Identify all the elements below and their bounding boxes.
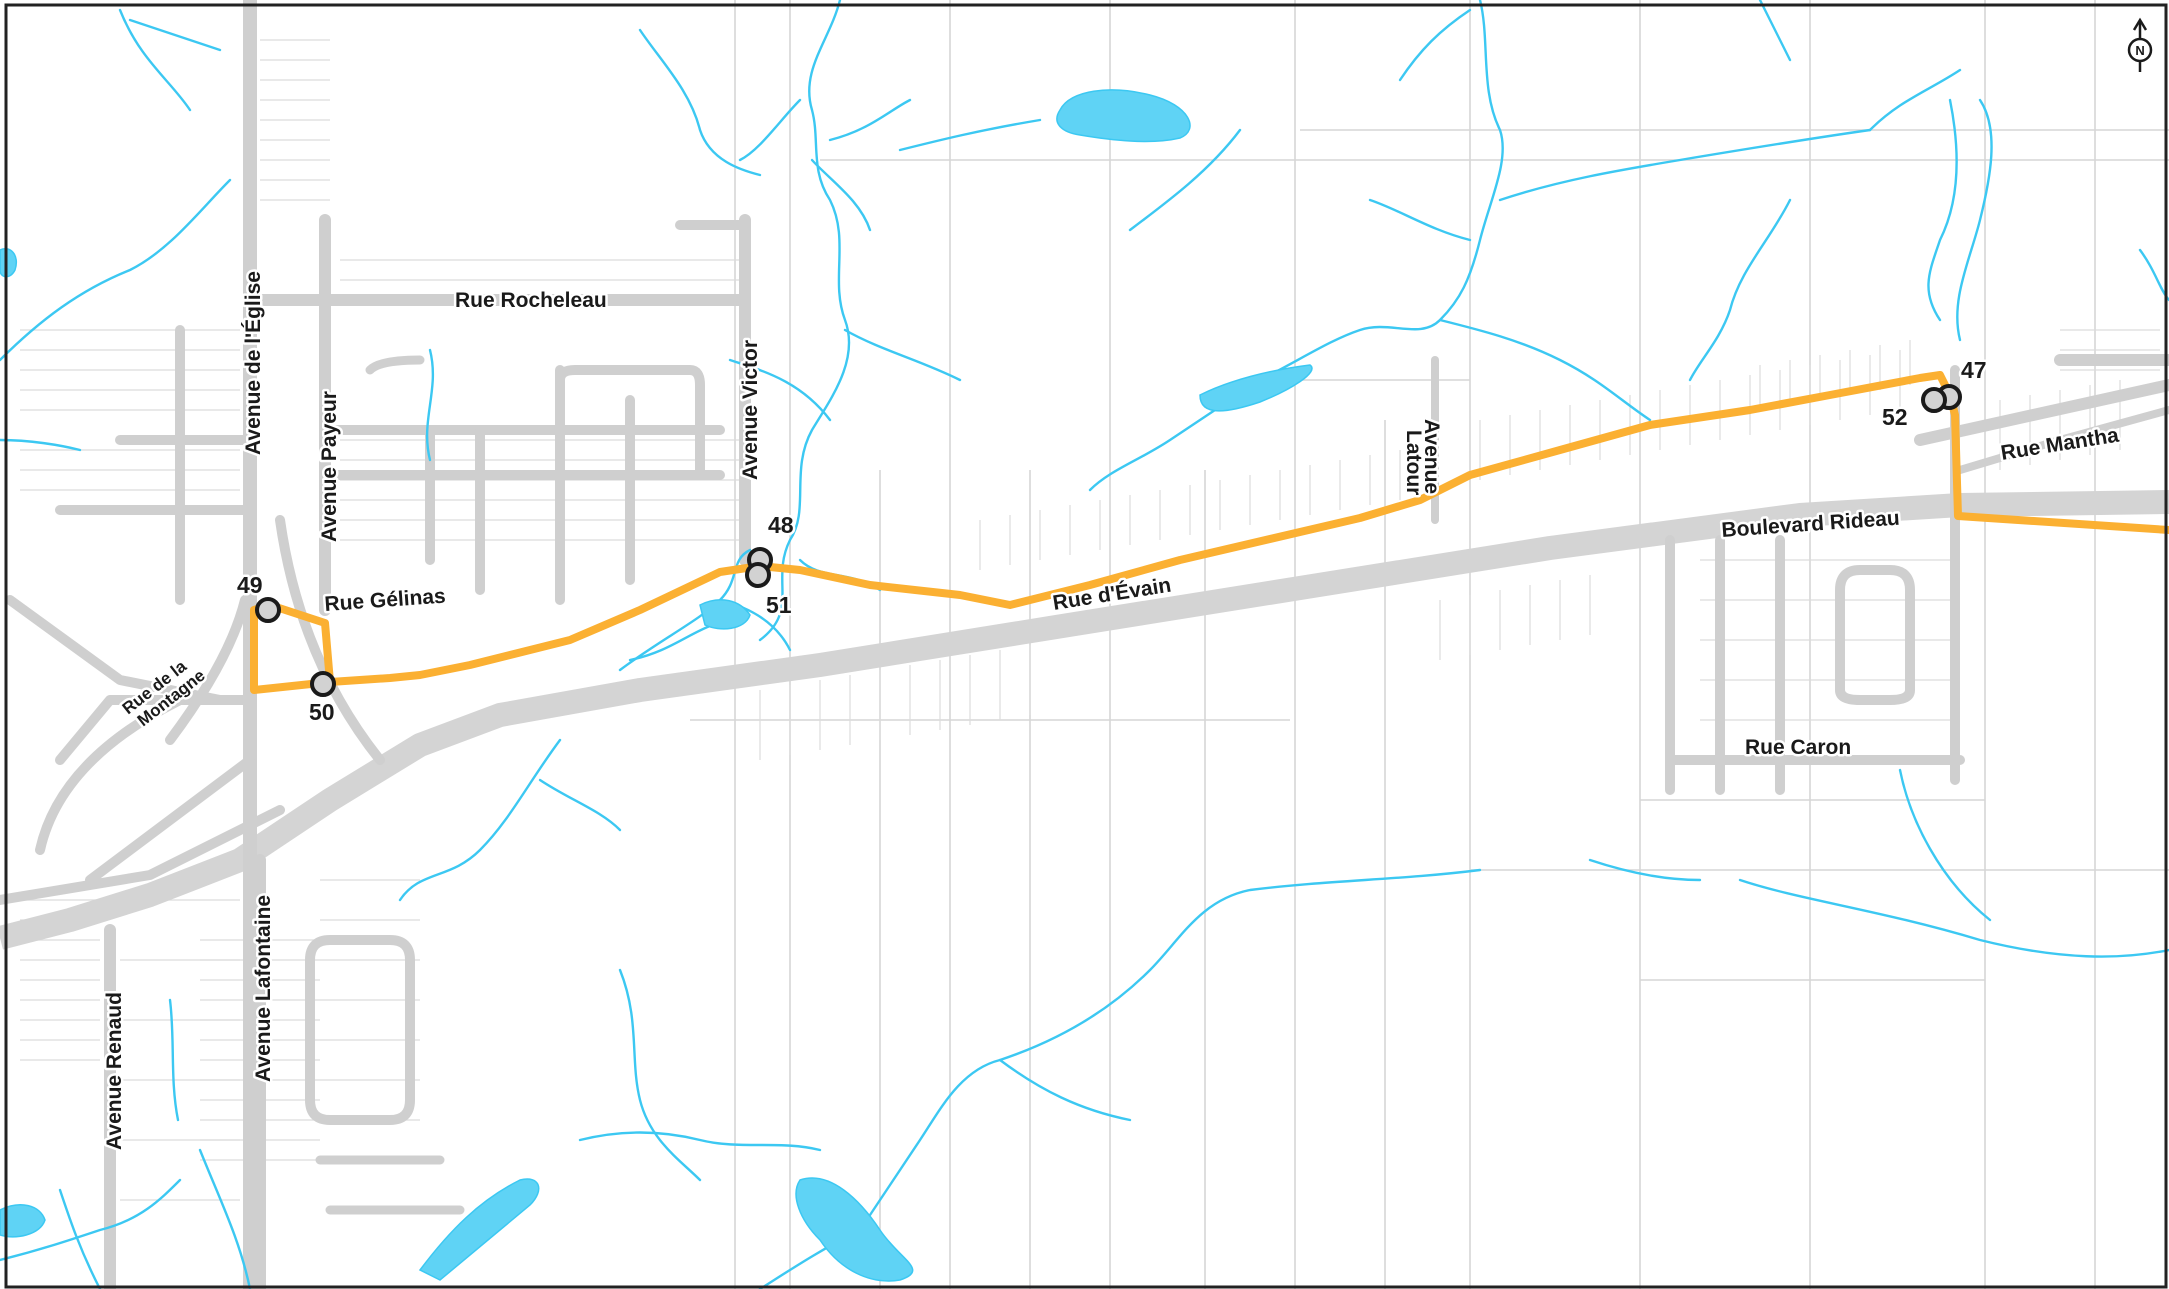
label-avenue-eglise: Avenue de l'Église: [242, 271, 265, 455]
lakes: [0, 89, 1313, 1282]
label-avenue-payeur: Avenue Payeur: [318, 391, 341, 542]
bus-route: [250, 371, 2169, 694]
map-frame: [4, 3, 2168, 1289]
stop-labels: 47 48 49 50 51 52: [235, 355, 1990, 728]
label-avenue-victor: Avenue Victor: [739, 340, 762, 480]
bus-stop-51[interactable]: [745, 562, 771, 588]
label-stop-47: 47: [1961, 357, 1987, 383]
lake-creek-victor: [699, 599, 751, 630]
bus-stops: [255, 384, 1962, 697]
bus-stop-49[interactable]: [255, 597, 281, 623]
boulevard-rideau-road: [0, 490, 2169, 950]
label-stop-52: 52: [1882, 404, 1908, 430]
lake-south: [795, 1177, 914, 1282]
label-avenue-renaud: Avenue Renaud: [103, 992, 126, 1150]
lake-east: [1199, 364, 1313, 412]
label-stop-50: 50: [309, 699, 335, 725]
lake-south-west: [418, 1178, 540, 1281]
north-arrow-icon: N: [2127, 17, 2153, 72]
parcel-lines: [20, 0, 2169, 1289]
lake-west-small: [0, 248, 17, 278]
label-rue-caron: Rue Caron: [1745, 736, 1851, 759]
label-avenue-latour-line1: Avenue: [1420, 419, 1443, 494]
label-avenue-lafontaine: Avenue Lafontaine: [252, 895, 275, 1082]
north-arrow-label: N: [2135, 43, 2144, 58]
label-stop-51: 51: [766, 592, 792, 618]
label-stop-48: 48: [768, 512, 794, 538]
bus-stop-50[interactable]: [310, 671, 336, 697]
route-line: [250, 371, 2169, 694]
lake-south-bottom: [0, 1204, 46, 1238]
label-rue-gelinas: Rue Gélinas: [324, 585, 447, 616]
label-avenue-latour-line2: Latour: [1402, 430, 1425, 495]
label-stop-49: 49: [237, 572, 263, 598]
street-labels: Rue Rocheleau Avenue de l'Église Avenue …: [101, 269, 2124, 1153]
lake-north: [1056, 89, 1191, 143]
label-rue-rocheleau: Rue Rocheleau: [455, 289, 607, 312]
bus-stop-52[interactable]: [1921, 387, 1947, 413]
